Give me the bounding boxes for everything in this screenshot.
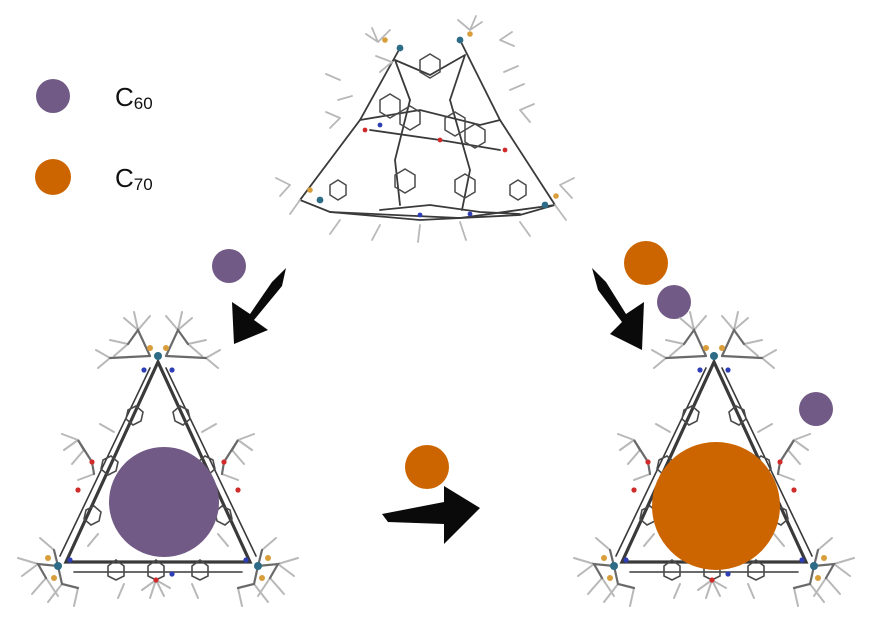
encapsulated-c60: [109, 447, 219, 557]
cage-with-c70: [572, 310, 856, 608]
encapsulated-c70: [652, 442, 780, 570]
legend-c70-subscript: 70: [134, 175, 153, 194]
legend-c70-label: C70: [115, 163, 153, 194]
legend: C60 C70: [35, 79, 153, 195]
legend-c70-letter: C: [115, 163, 134, 193]
legend-c60-label: C60: [115, 82, 153, 113]
legend-c70-swatch: [35, 159, 71, 195]
guest-c70-top-right: [624, 241, 668, 285]
arrow-right-down: [592, 268, 644, 350]
guest-c60-bottom-right: [799, 392, 833, 426]
legend-c60-swatch: [36, 79, 70, 113]
free-guests: [212, 241, 833, 489]
legend-c60-subscript: 60: [134, 94, 153, 113]
guest-c70-middle: [405, 445, 449, 489]
cage-side-view-molecule: [275, 15, 575, 243]
arrow-right: [382, 486, 480, 544]
arrows: [232, 268, 644, 544]
arrow-left-down: [232, 268, 286, 344]
legend-c60-letter: C: [115, 82, 134, 112]
guest-c60-top-right: [657, 285, 691, 319]
cage-with-c60: [16, 310, 300, 608]
guest-c60-left: [212, 249, 246, 283]
